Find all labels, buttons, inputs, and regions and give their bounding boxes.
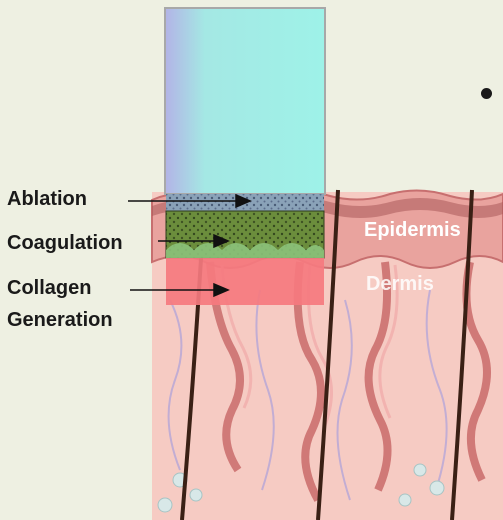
collagen-label-line2: Generation xyxy=(7,308,113,332)
ablation-label: Ablation xyxy=(7,187,87,211)
dermis-label: Dermis xyxy=(366,272,434,296)
collagen-zone xyxy=(166,258,324,305)
bullet-dot-icon xyxy=(481,88,492,99)
epidermis-label: Epidermis xyxy=(364,218,461,242)
collagen-label-line1: Collagen xyxy=(7,276,91,300)
coagulation-label: Coagulation xyxy=(7,231,123,255)
laser-beam xyxy=(165,8,325,194)
